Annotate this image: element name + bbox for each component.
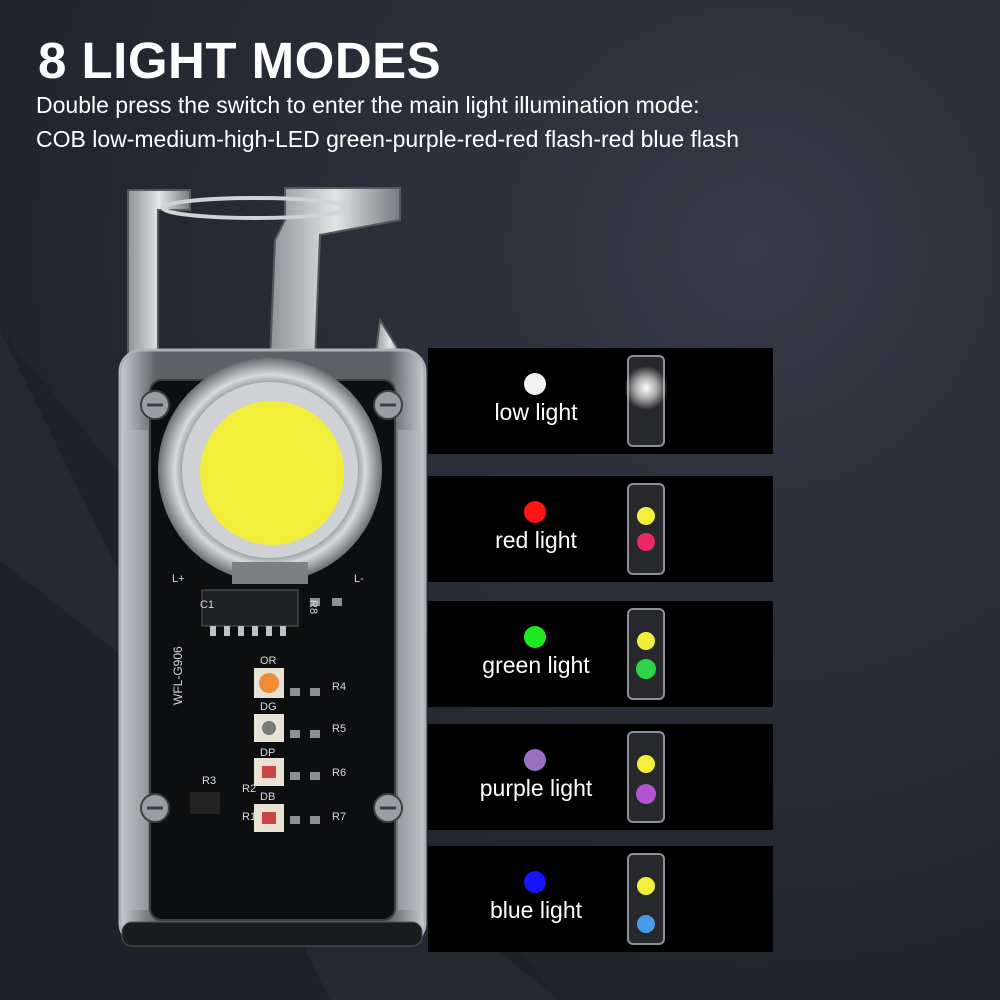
mode-dot [524, 373, 546, 395]
thumbnail-red [627, 483, 665, 575]
pcb-label: OR [260, 655, 277, 667]
pcb-label: L+ [172, 573, 185, 585]
mode-dot [524, 626, 546, 648]
mode-row-blue: blue light [428, 846, 773, 952]
pcb-label: R2 [242, 783, 256, 795]
pcb-label: C1 [200, 599, 214, 611]
pcb-label: R1 [242, 811, 256, 823]
thumbnail-purple [627, 731, 665, 823]
mode-row-purple: purple light [428, 724, 773, 830]
pcb-label: DB [260, 791, 275, 803]
pcb-label: R7 [332, 811, 346, 823]
mode-label: red light [495, 527, 577, 553]
mode-dot [524, 871, 546, 893]
mode-label: purple light [479, 775, 593, 801]
pcb-label: R6 [332, 767, 346, 779]
pcb-label: DG [260, 701, 277, 713]
thumbnail-blue [627, 853, 665, 945]
board-code: WFL-G906 [171, 646, 185, 705]
thumbnail-low [624, 355, 668, 447]
mode-label: green light [482, 652, 590, 678]
page-title: 8 LIGHT MODES [38, 32, 442, 89]
mode-dot [524, 501, 546, 523]
pcb-label: L- [354, 573, 364, 585]
mode-label: blue light [489, 897, 583, 923]
mode-label: low light [494, 399, 578, 425]
thumbnail-green [627, 608, 665, 700]
mode-row-green: green light [428, 601, 773, 707]
mode-dot [524, 749, 546, 771]
keychain-flashlight: L+ L- C1 OR DG DP DB R4 R5 R6 R7 R3 R2 R… [118, 187, 427, 947]
mode-row-low: low light [428, 348, 773, 454]
pcb-label: R8 [307, 600, 319, 614]
pcb-label: R3 [202, 775, 216, 787]
pcb-label: R5 [332, 723, 346, 735]
mode-row-red: red light [428, 476, 773, 582]
pcb-label: DP [260, 747, 275, 759]
description-line-1: Double press the switch to enter the mai… [36, 92, 700, 118]
pcb-label: R4 [332, 681, 346, 693]
description-line-2: COB low-medium-high-LED green-purple-red… [36, 126, 740, 152]
cob-led [200, 401, 344, 545]
